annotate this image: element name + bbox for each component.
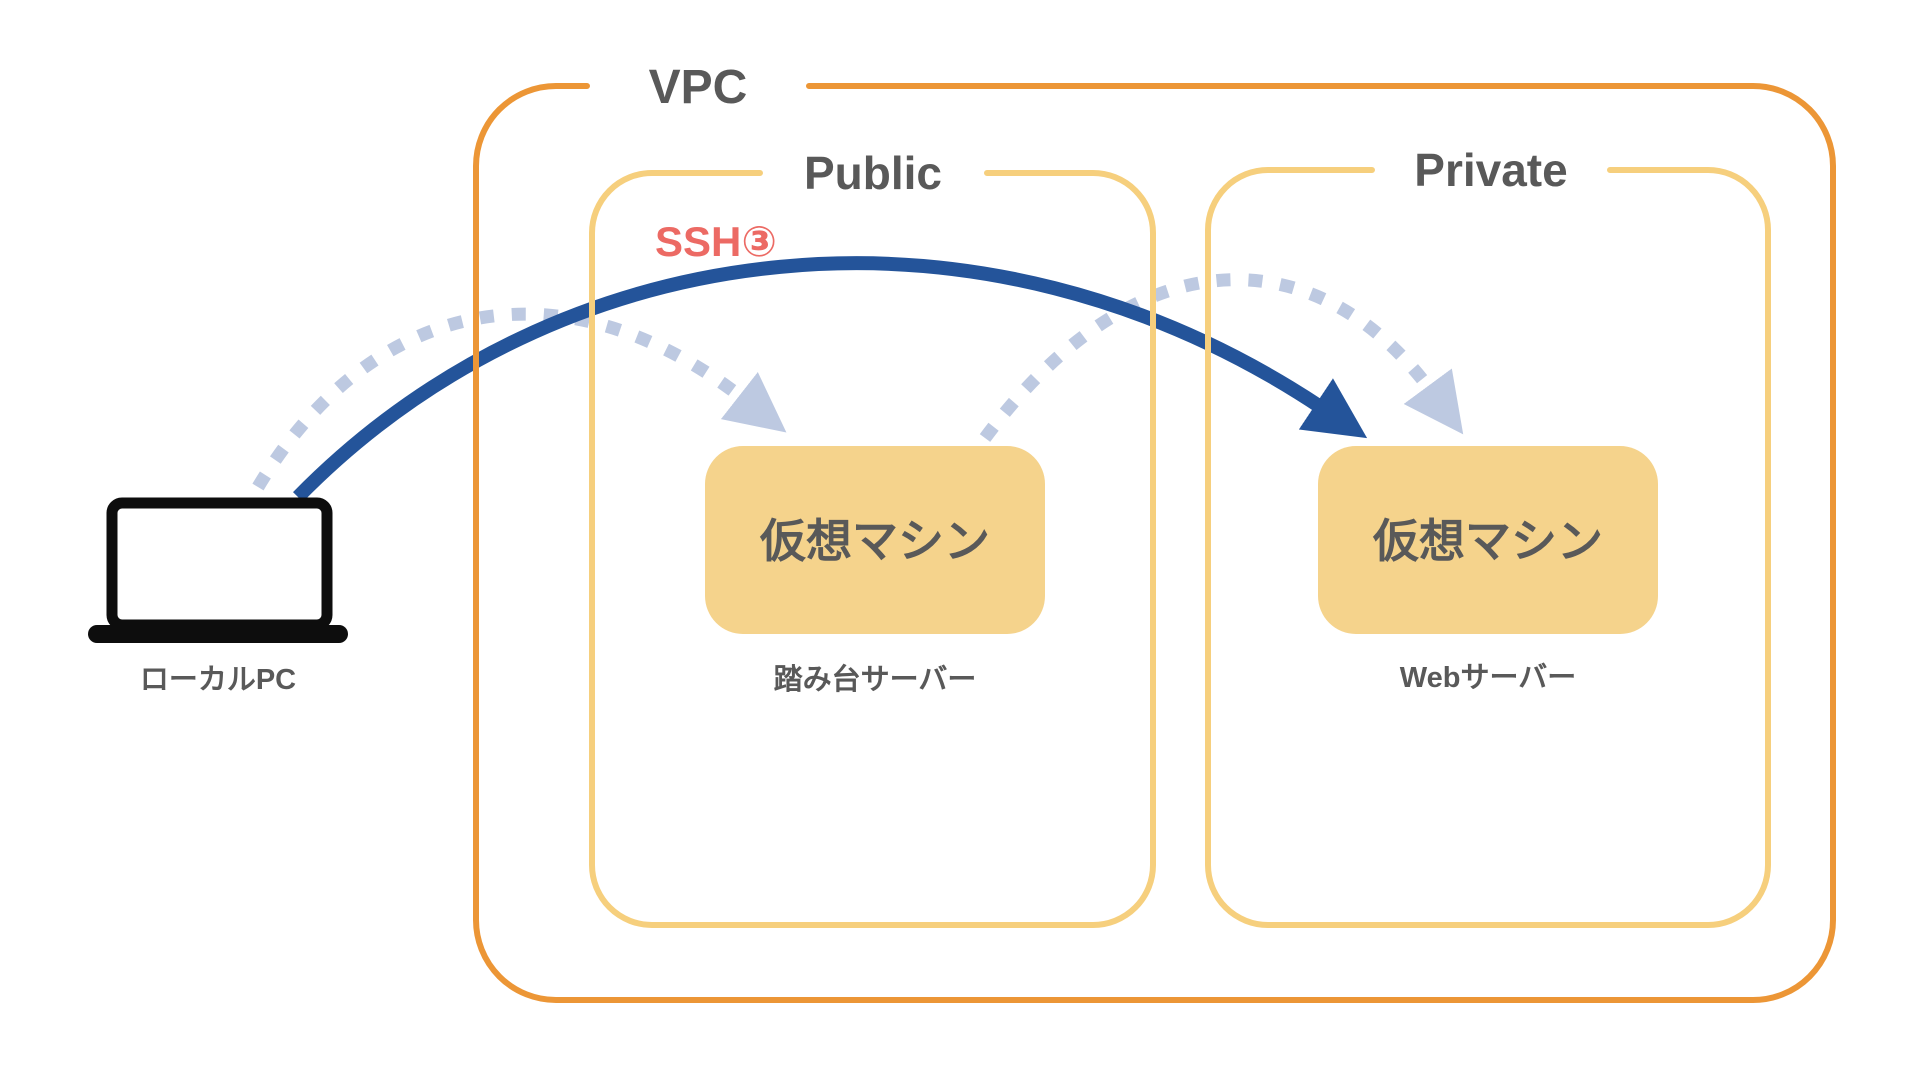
ssh-step-label: SSH③ bbox=[655, 218, 777, 265]
bastion-vm-box bbox=[705, 446, 1045, 634]
bastion-vm-label: 仮想マシン bbox=[759, 515, 990, 567]
ssh-hop1-dotted-arrow bbox=[252, 307, 787, 491]
vpc-label: VPC bbox=[649, 61, 748, 114]
ssh-hop2-dotted-arrow bbox=[979, 273, 1464, 442]
ssh-direct-solid-arrow bbox=[293, 256, 1368, 502]
private-subnet-boundary bbox=[1205, 167, 1771, 928]
web-caption: Webサーバー bbox=[1400, 662, 1576, 694]
private-subnet-label: Private bbox=[1414, 144, 1567, 196]
vpc-boundary bbox=[473, 83, 1836, 1003]
public-subnet-label: Public bbox=[804, 147, 942, 199]
web-vm-label: 仮想マシン bbox=[1372, 515, 1603, 567]
web-vm-box bbox=[1318, 446, 1658, 634]
bastion-caption: 踏み台サーバー bbox=[774, 662, 977, 696]
public-subnet-boundary bbox=[589, 170, 1156, 928]
local-pc-caption: ローカルPC bbox=[140, 664, 296, 696]
laptop-icon bbox=[88, 497, 348, 643]
